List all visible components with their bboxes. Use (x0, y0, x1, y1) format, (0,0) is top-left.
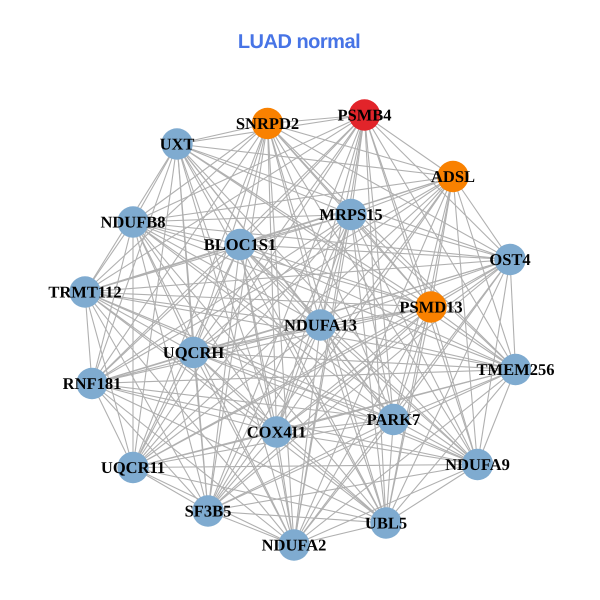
svg-text:RNF181: RNF181 (63, 374, 122, 393)
svg-text:MRPS15: MRPS15 (319, 205, 382, 224)
svg-text:PARK7: PARK7 (367, 410, 421, 429)
svg-text:NDUFA9: NDUFA9 (445, 455, 510, 474)
svg-text:BLOC1S1: BLOC1S1 (204, 235, 276, 254)
svg-text:NDUFB8: NDUFB8 (100, 212, 165, 231)
svg-text:SF3B5: SF3B5 (185, 501, 232, 520)
svg-text:TMEM256: TMEM256 (477, 360, 555, 379)
svg-text:PSMB4: PSMB4 (337, 105, 391, 124)
svg-text:UQCR11: UQCR11 (101, 458, 165, 477)
svg-text:NDUFA13: NDUFA13 (284, 315, 357, 334)
svg-text:COX4I1: COX4I1 (247, 422, 307, 441)
svg-text:UBL5: UBL5 (365, 513, 407, 532)
svg-text:SNRPD2: SNRPD2 (236, 114, 299, 133)
svg-text:TRMT112: TRMT112 (48, 282, 121, 301)
svg-text:OST4: OST4 (489, 250, 530, 269)
svg-text:UQCRH: UQCRH (163, 343, 225, 362)
svg-text:PSMD13: PSMD13 (399, 297, 462, 316)
svg-text:ADSL: ADSL (431, 167, 475, 186)
svg-text:LUAD normal: LUAD normal (238, 31, 360, 53)
svg-text:UXT: UXT (160, 134, 195, 153)
svg-text:NDUFA2: NDUFA2 (262, 535, 327, 554)
